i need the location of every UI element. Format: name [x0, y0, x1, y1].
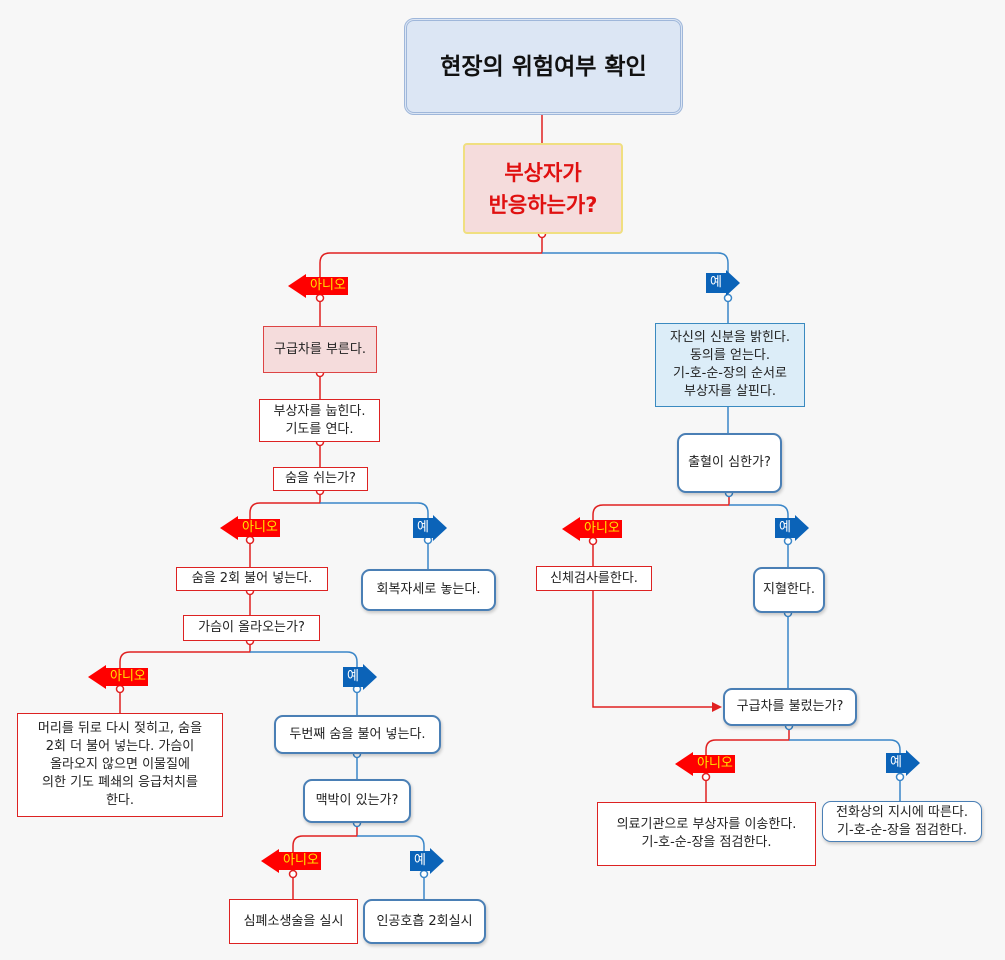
cpr-node: 심폐소생술을 실시: [229, 899, 358, 944]
stop-bleeding-node: 지혈한다.: [753, 567, 825, 613]
no-arrow-label: 아니오: [288, 274, 348, 298]
bleeding-question-node: 출혈이 심한가?: [677, 433, 782, 493]
yes-arrow-label: 예: [410, 848, 444, 874]
breathing-question-node: 숨을 쉬는가?: [273, 467, 368, 491]
question-node: 부상자가 반응하는가?: [463, 143, 623, 234]
chest-rise-question-node: 가슴이 올라오는가?: [183, 615, 320, 641]
second-breath-node: 두번째 숨을 불어 넣는다.: [274, 715, 441, 754]
no-arrow-label: 아니오: [562, 517, 622, 541]
lay-down-node: 부상자를 눕힌다. 기도를 연다.: [259, 399, 380, 442]
yes-arrow-label: 예: [413, 515, 447, 541]
no-arrow-label: 아니오: [88, 665, 148, 689]
blow-twice-node: 숨을 2회 불어 넣는다.: [176, 567, 328, 591]
body-exam-node: 신체검사를한다.: [536, 566, 652, 591]
rescue-breath-node: 인공호흡 2회실시: [363, 899, 486, 944]
no-arrow-label: 아니오: [675, 752, 735, 776]
ambulance-called-question-node: 구급차를 불렀는가?: [723, 688, 857, 726]
title-node: 현장의 위험여부 확인: [404, 18, 683, 115]
yes-arrow-label: 예: [343, 664, 377, 690]
recovery-position-node: 회복자세로 놓는다.: [361, 569, 496, 611]
phone-instructions-node: 전화상의 지시에 따른다. 기-호-순-장을 점검한다.: [822, 801, 982, 842]
yes-arrow-label: 예: [775, 515, 809, 541]
call-ambulance-node: 구급차를 부른다.: [263, 326, 377, 373]
pulse-question-node: 맥박이 있는가?: [303, 779, 411, 823]
no-arrow-label: 아니오: [261, 849, 321, 873]
yes-arrow-label: 예: [886, 750, 920, 776]
no-arrow-label: 아니오: [220, 516, 280, 540]
identify-node: 자신의 신분을 밝힌다. 동의를 얻는다. 기-호-순-장의 순서로 부상자를 …: [655, 323, 805, 407]
airway-obstruction-node: 머리를 뒤로 다시 젖히고, 숨을 2회 더 불어 넣는다. 가슴이 올라오지 …: [17, 713, 223, 817]
yes-arrow-label: 예: [706, 270, 740, 296]
transport-node: 의료기관으로 부상자를 이송한다. 기-호-순-장을 점검한다.: [597, 802, 816, 866]
